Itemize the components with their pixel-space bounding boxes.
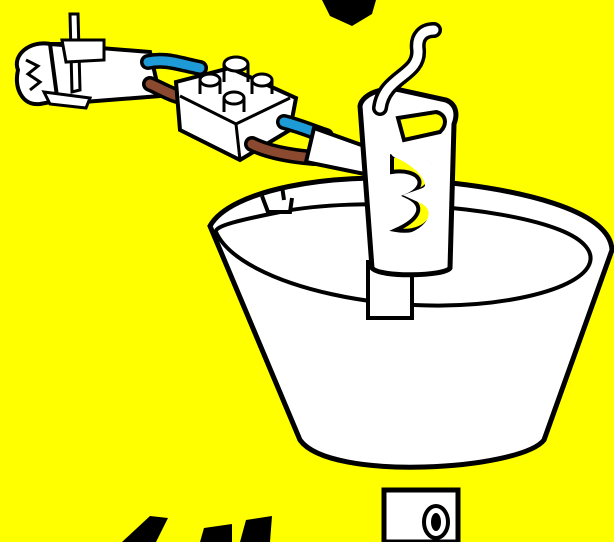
ceiling-rose-wiring-illustration: [0, 0, 614, 542]
illustration-canvas: [0, 0, 614, 542]
